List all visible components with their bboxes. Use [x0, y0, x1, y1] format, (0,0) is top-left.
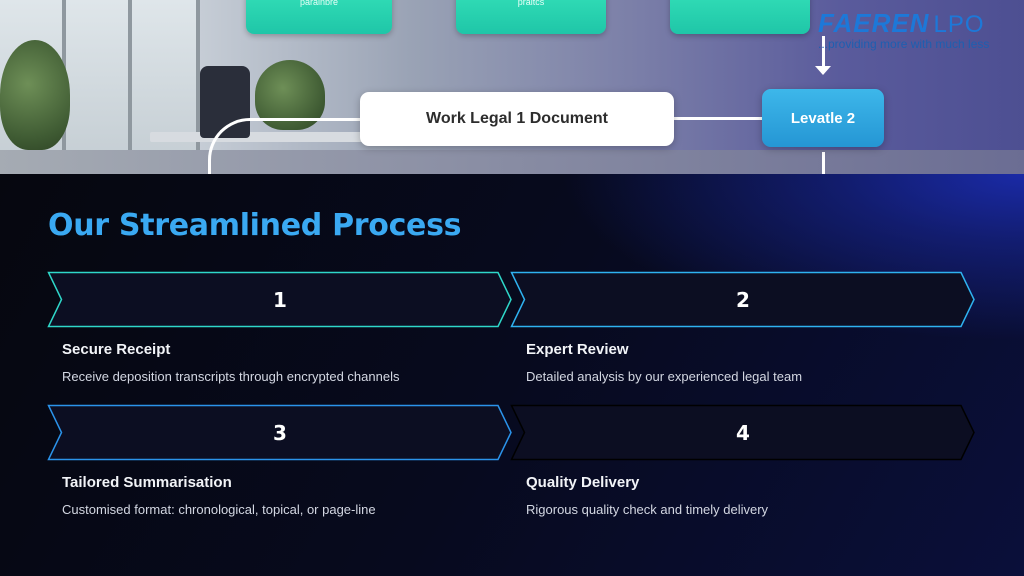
flow-connector-line — [822, 36, 825, 66]
step-number: 1 — [273, 287, 287, 312]
step-chevron-shape — [47, 404, 512, 461]
step-banner-2: 2 — [510, 271, 976, 328]
flow-card-right — [670, 0, 810, 34]
arrow-down-icon — [815, 66, 831, 75]
step-description: Customised format: chronological, topica… — [62, 502, 376, 517]
flow-connector-line — [822, 152, 825, 174]
flow-card-mid: praitcs — [456, 0, 606, 34]
step-chevron-shape — [510, 404, 975, 461]
flow-card-label: paralnbre — [299, 0, 339, 7]
logo-tagline: ...providing more with much less — [818, 37, 990, 51]
step-description: Receive deposition transcripts through e… — [62, 369, 400, 384]
step-banner-3: 3 — [47, 404, 513, 461]
flow-box-label: Work Legal 1 Document — [426, 110, 608, 127]
process-section — [0, 174, 1024, 576]
hero-image: paralnbre praitcs Work Legal 1 Document … — [0, 0, 1024, 174]
section-title: Our Streamlined Process — [48, 208, 462, 243]
step-number: 2 — [736, 287, 750, 312]
logo-name: FAEREN — [818, 8, 930, 38]
flow-card-left: paralnbre — [246, 0, 392, 34]
flow-box-label: Levatle 2 — [790, 109, 856, 127]
flow-connector-curve — [208, 118, 368, 174]
step-banner-4: 4 — [510, 404, 976, 461]
window-frame — [128, 0, 132, 174]
step-title: Secure Receipt — [62, 341, 171, 358]
step-title: Expert Review — [526, 341, 629, 358]
plant-image — [0, 40, 70, 150]
window-frame — [196, 0, 200, 174]
step-chevron-shape — [510, 271, 975, 328]
company-logo: FAEREN LPO ...providing more with much l… — [818, 8, 1024, 51]
step-number: 3 — [273, 420, 287, 445]
step-banner-1: 1 — [47, 271, 513, 328]
step-description: Detailed analysis by our experienced leg… — [526, 369, 803, 384]
office-floor — [0, 150, 1024, 174]
step-title: Tailored Summarisation — [62, 474, 232, 491]
logo-suffix: LPO — [933, 11, 985, 38]
flow-box-document: Work Legal 1 Document — [360, 92, 674, 146]
step-chevron-shape — [47, 271, 512, 328]
flow-box-level: Levatle 2 — [762, 89, 884, 147]
step-title: Quality Delivery — [526, 474, 640, 491]
flow-card-label: praitcs — [517, 0, 545, 7]
flow-connector-line — [674, 117, 764, 120]
step-description: Rigorous quality check and timely delive… — [526, 502, 769, 517]
step-number: 4 — [736, 420, 750, 445]
